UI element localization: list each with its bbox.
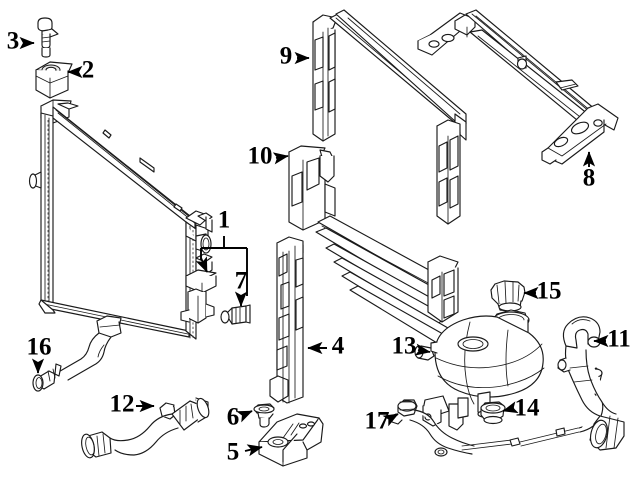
callout-leader-5 [244,444,263,457]
callout-leader-6 [236,410,253,423]
part-lower-radiator-hose [81,397,210,459]
callout-leader-14 [502,401,519,414]
callout-leader-10 [272,152,289,165]
callout-number-9: 9 [280,43,293,70]
callout-number-17: 17 [365,408,390,435]
callout-number-7: 7 [235,268,248,295]
part-coolant-expansion-tank [414,309,545,431]
callout-number-6: 6 [227,404,240,431]
part-upper-tie-bar-crossmember [417,9,619,165]
part-mount-grommet [253,403,275,428]
part-expansion-tank-cap [490,280,526,312]
part-radiator-support-frame [312,9,467,225]
callout-number-2: 2 [82,57,95,84]
callout-number-1: 1 [218,207,231,234]
part-side-air-guide [269,236,304,404]
part-radiator-mount-pin [37,17,59,58]
callout-number-15: 15 [537,278,562,305]
part-drain-plug [220,304,251,325]
part-lower-air-deflector [288,145,459,347]
part-radiator-mount-bushing [35,61,73,99]
callout-number-4: 4 [332,333,345,360]
callout-number-11: 11 [607,326,631,353]
callout-number-13: 13 [392,333,417,360]
callout-number-5: 5 [227,439,240,466]
callout-number-10: 10 [248,143,273,170]
callout-number-14: 14 [515,395,541,422]
part-tank-seal-grommet [480,401,506,425]
part-coolant-bypass-hose [32,315,122,392]
callout-leader-1 [195,236,248,296]
callout-leader-13 [414,343,431,356]
callout-number-16: 16 [27,334,52,361]
callout-number-3: 3 [7,28,20,55]
callout-leader-17 [382,413,399,427]
part-lower-mount-bracket [258,413,324,467]
callout-number-8: 8 [583,165,596,192]
callout-number-12: 12 [110,391,135,418]
part-radiator-assembly [28,99,217,340]
